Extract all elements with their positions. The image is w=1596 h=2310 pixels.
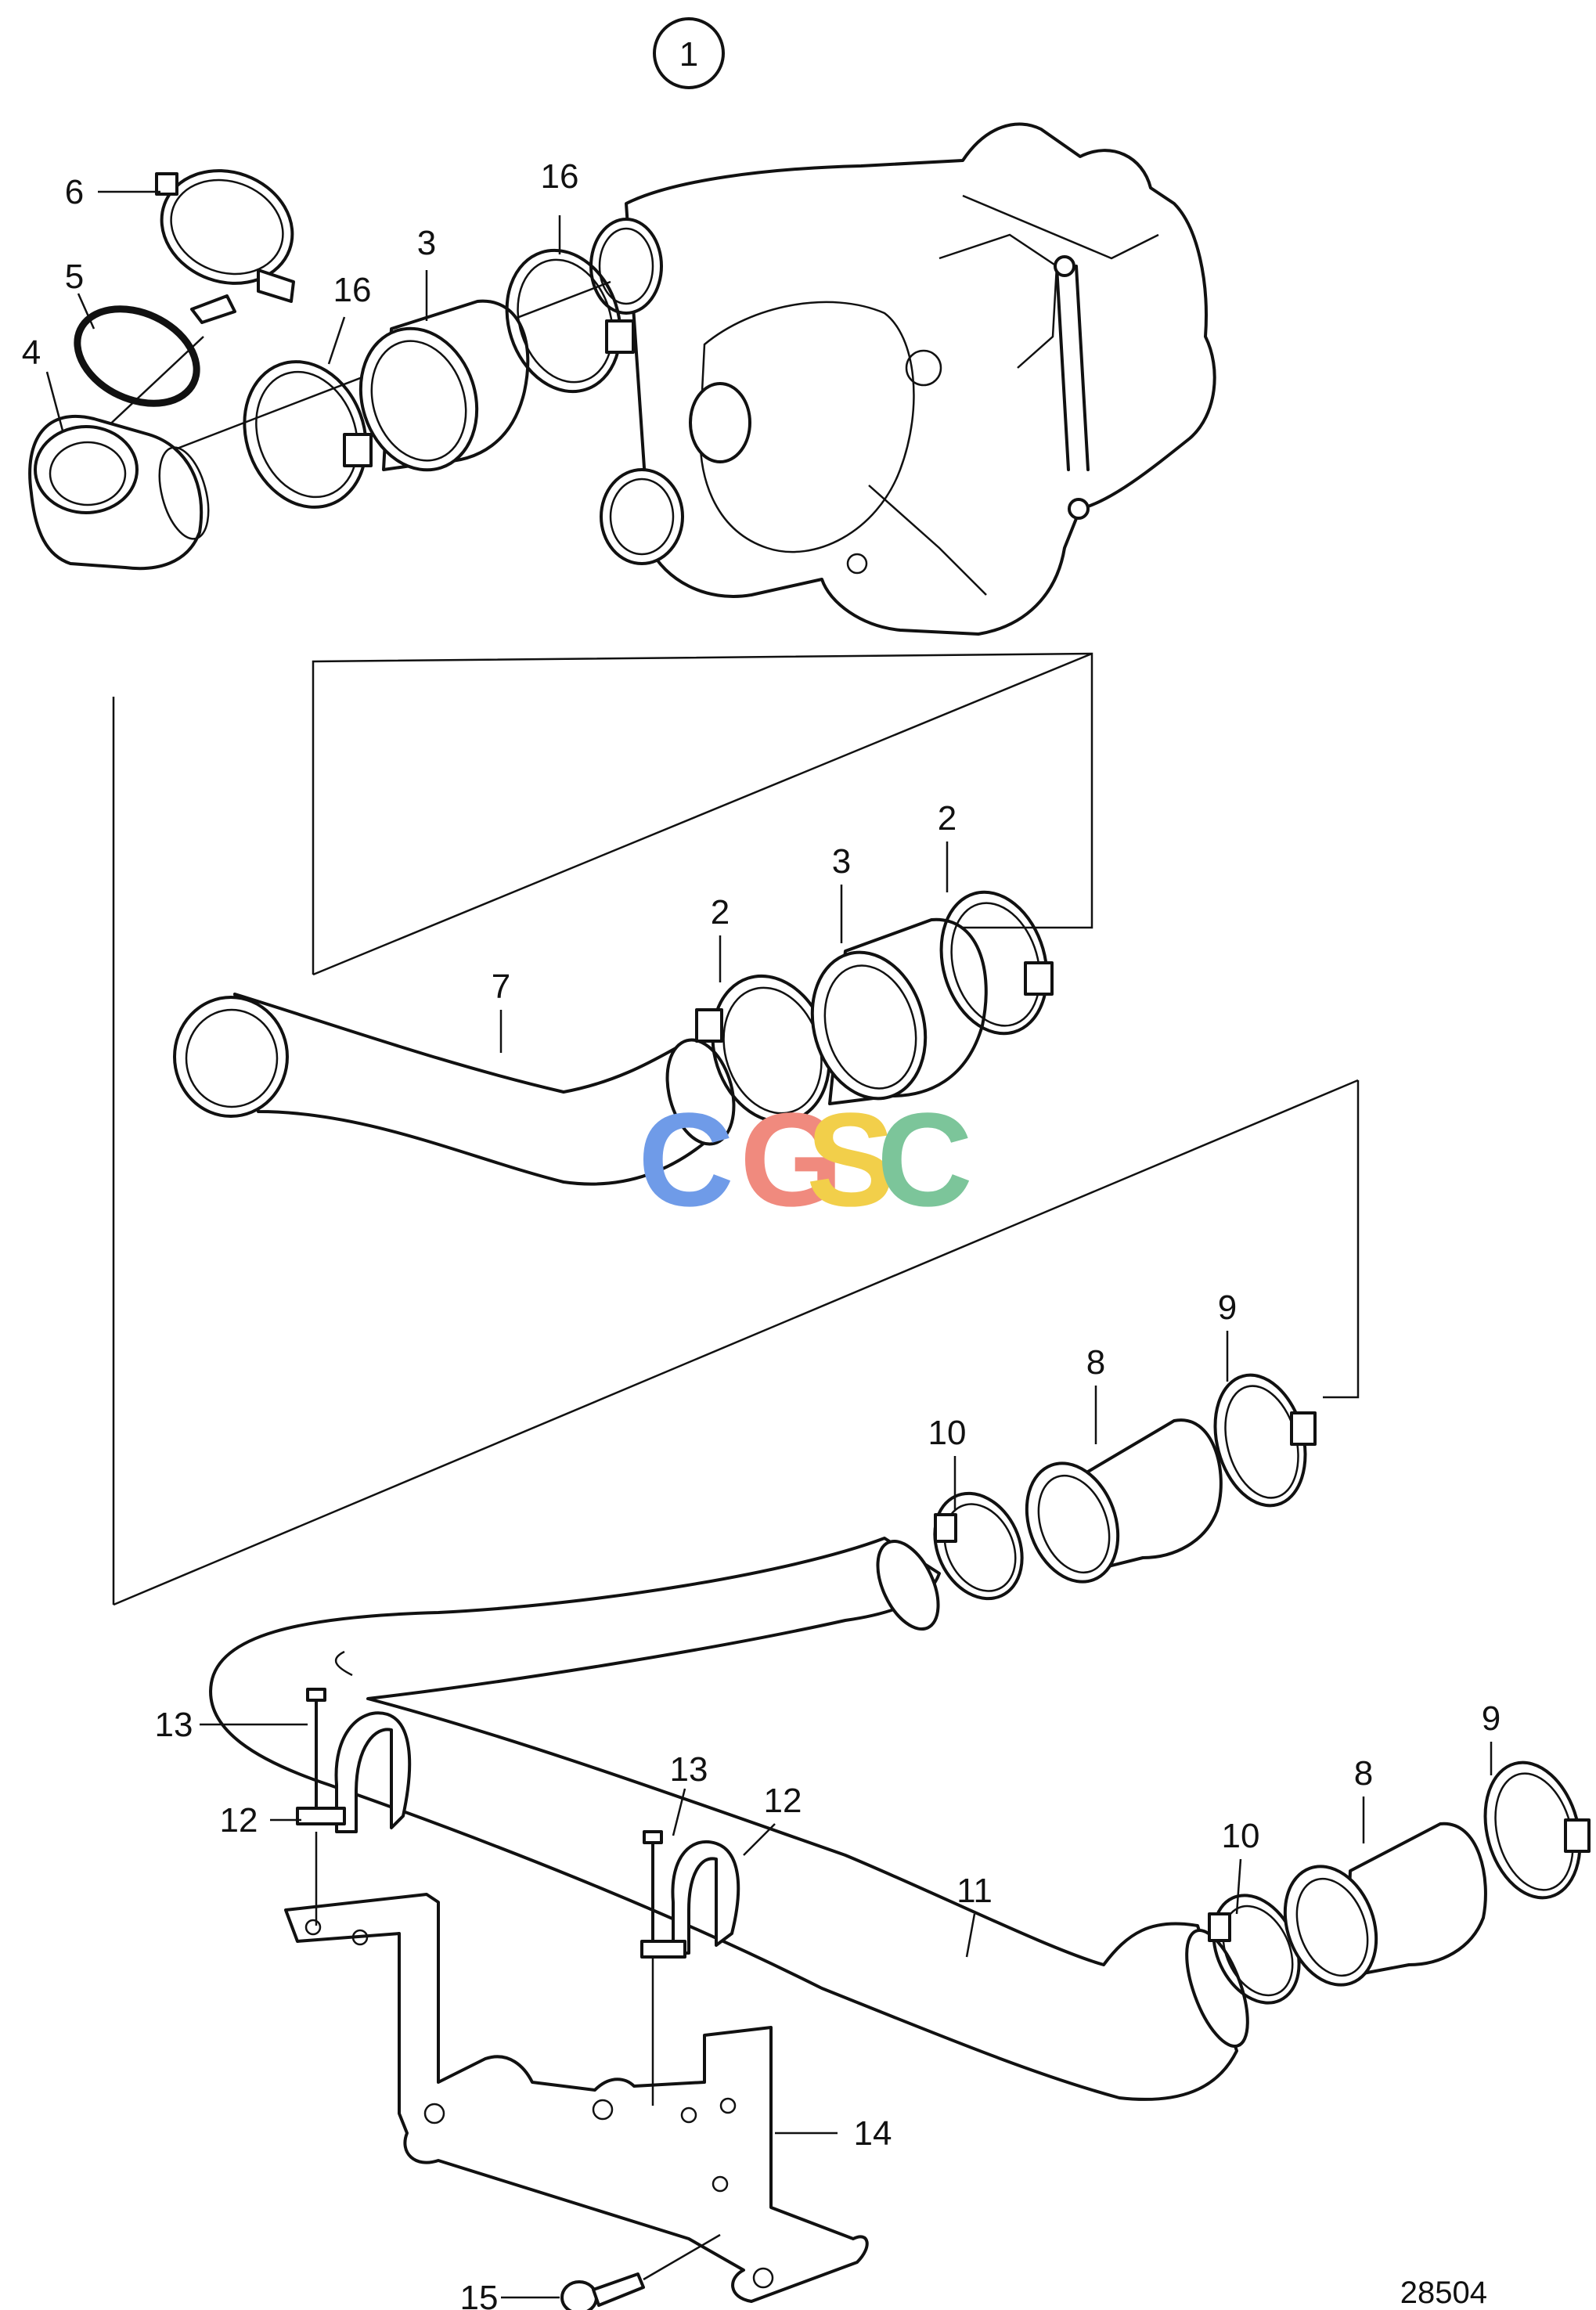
callout-2-right: 2 — [938, 799, 957, 838]
leader-lines-lower — [200, 1331, 1493, 2299]
callout-12-right: 12 — [764, 1782, 802, 1820]
callout-5: 5 — [65, 258, 84, 296]
callout-16-lower: 16 — [333, 271, 372, 309]
frame-outline-lower — [112, 697, 1360, 1606]
part-13-bolt-left — [306, 1688, 326, 1810]
part-4-elbow — [28, 414, 210, 571]
callout-12-left: 12 — [220, 1801, 258, 1840]
figure-number: 28504 — [1400, 2276, 1487, 2310]
callout-10-lower: 10 — [1222, 1817, 1260, 1855]
watermark-letter-s: S — [806, 1086, 895, 1234]
callout-labels: 6 5 4 16 3 16 2 3 2 7 9 8 10 13 12 13 12… — [22, 157, 1501, 2310]
callout-8-lower: 8 — [1354, 1754, 1373, 1793]
housing-middle-outlet — [689, 382, 751, 463]
watermark-letter-c2: C — [877, 1086, 973, 1234]
callout-3-upper: 3 — [417, 224, 436, 262]
callout-13-right: 13 — [670, 1750, 708, 1789]
part-9-clamp-upper — [1213, 1373, 1317, 1508]
part-13-bolt-right — [643, 1830, 663, 1943]
watermark-letter-g: G — [740, 1086, 843, 1234]
leader-lines-upper — [45, 190, 561, 431]
part-12-saddle-clamp-left — [296, 1711, 412, 1833]
heat-exchanger-housing — [625, 122, 1216, 636]
part-9-clamp-lower — [1483, 1760, 1591, 1900]
watermark-letter-c1: C — [638, 1086, 734, 1234]
callout-3-middle: 3 — [832, 842, 851, 881]
assembly-callout-number: 1 — [679, 35, 698, 74]
alignment-line-upper — [101, 280, 611, 479]
watermark-cgsc: C G S C — [638, 1086, 973, 1234]
callout-9-lower: 9 — [1482, 1699, 1501, 1738]
callout-11: 11 — [957, 1872, 993, 1910]
part-16-hose-clamp-right — [505, 248, 635, 394]
callout-16-upper: 16 — [541, 157, 579, 196]
callout-2-left: 2 — [711, 893, 730, 932]
part-15-bolt — [560, 2233, 721, 2310]
housing-lower-outlet — [600, 468, 684, 565]
callout-14: 14 — [854, 2114, 892, 2153]
part-8-hose-upper — [1025, 1418, 1223, 1584]
frame-outline-middle — [312, 652, 1093, 976]
callout-4: 4 — [22, 333, 41, 372]
part-11-long-pipe — [209, 1537, 1249, 2101]
callout-15: 15 — [460, 2279, 499, 2310]
callout-9-upper: 9 — [1218, 1288, 1237, 1327]
part-16-hose-clamp-left — [243, 360, 373, 509]
part-2-clamp-right — [939, 890, 1054, 1036]
part-6-vband-clamp — [155, 169, 295, 324]
part-5-o-ring — [74, 305, 200, 407]
part-3-hose-upper — [358, 299, 530, 472]
callout-6: 6 — [65, 173, 84, 211]
leader-lines-middle — [499, 841, 949, 1053]
callout-7: 7 — [492, 968, 510, 1006]
callout-13-left: 13 — [155, 1706, 193, 1744]
housing-upper-outlet — [589, 218, 663, 315]
part-14-bracket — [284, 1832, 869, 2303]
callout-10-upper: 10 — [928, 1414, 967, 1452]
part-8-hose-lower — [1283, 1822, 1487, 1987]
assembly-callout: 1 — [653, 17, 725, 89]
part-12-saddle-clamp-right — [640, 1840, 740, 1959]
part-3-hose-middle — [810, 917, 988, 1105]
callout-8-upper: 8 — [1086, 1343, 1105, 1382]
